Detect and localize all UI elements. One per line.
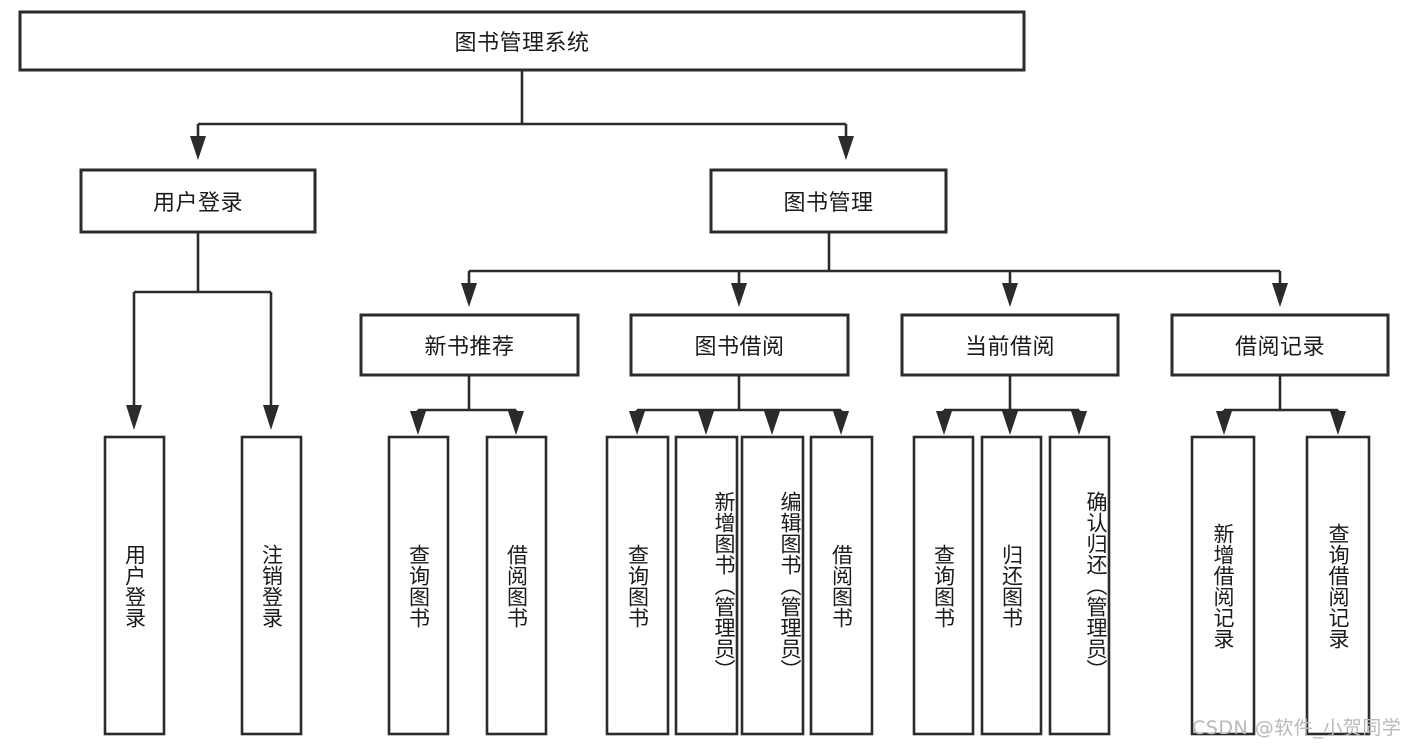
node-box-leaf-confirm-return[interactable] — [1048, 435, 1111, 736]
node-box-book-borrow[interactable] — [629, 313, 850, 377]
edge-bookborrow-to-leaves — [629, 375, 849, 435]
node-box-leaf-user-login[interactable] — [103, 435, 166, 736]
node-box-leaf-logout[interactable] — [240, 435, 303, 736]
node-box-leaf-query-book-a[interactable] — [387, 435, 450, 736]
node-box-leaf-edit-book[interactable] — [740, 435, 805, 736]
edge-bookmanage-to-level2 — [461, 232, 1288, 307]
node-box-leaf-return-book[interactable] — [980, 435, 1043, 736]
node-box-leaf-borrow-book-b[interactable] — [809, 435, 874, 736]
node-box-leaf-query-book-c[interactable] — [912, 435, 975, 736]
node-box-root[interactable] — [18, 10, 1026, 72]
node-box-leaf-borrow-book-a[interactable] — [485, 435, 548, 736]
node-box-borrow-record[interactable] — [1170, 313, 1390, 377]
edge-userlogin-to-leaves — [126, 232, 279, 430]
node-box-leaf-add-book[interactable] — [674, 435, 739, 736]
node-box-current-borrow[interactable] — [900, 313, 1120, 377]
node-box-leaf-query-book-b[interactable] — [605, 435, 670, 736]
node-box-book-manage[interactable] — [709, 168, 948, 234]
node-box-user-login[interactable] — [79, 168, 317, 234]
edge-root-to-level1 — [190, 70, 854, 160]
node-box-leaf-query-record[interactable] — [1305, 435, 1371, 736]
node-box-new-book-rec[interactable] — [359, 313, 580, 377]
edge-newbook-to-leaves — [410, 375, 524, 435]
csdn-watermark: CSDN @软件_小贺同学 — [1192, 717, 1402, 739]
node-box-leaf-add-record[interactable] — [1190, 435, 1256, 736]
edge-borrowrecord-to-leaves — [1216, 375, 1346, 435]
edge-currentborrow-to-leaves — [936, 375, 1087, 435]
